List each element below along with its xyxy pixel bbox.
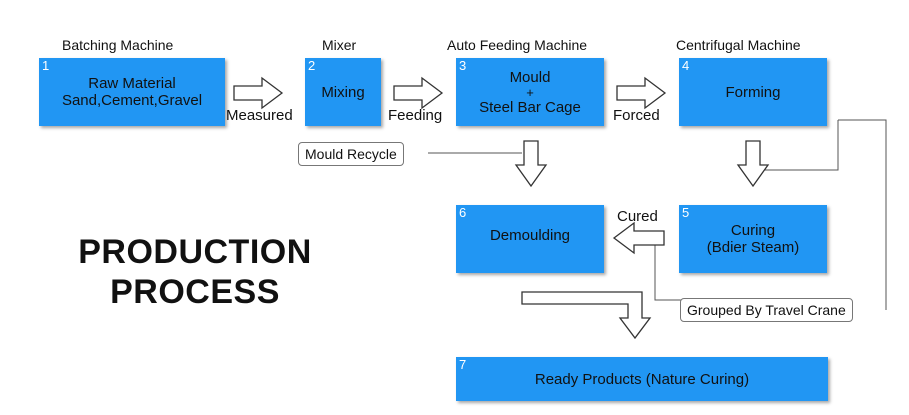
arrow-label-forced: Forced [613, 107, 660, 124]
arrow-cured [612, 221, 665, 255]
step-text: (Bdier Steam) [706, 239, 800, 256]
step-number: 1 [42, 58, 50, 73]
step-box-curing: 5 Curing (Bdier Steam) [679, 205, 827, 273]
step-number: 2 [308, 58, 316, 73]
step-text: Curing [730, 222, 776, 239]
step-text: Demoulding [489, 226, 571, 244]
step-text: Ready Products (Nature Curing) [534, 370, 750, 388]
arrow-down-curing [736, 140, 770, 188]
arrow-label-measured: Measured [226, 107, 293, 124]
mould-recycle-tag: Mould Recycle [298, 142, 404, 166]
step-text: + [526, 84, 534, 100]
arrow-measured [233, 76, 284, 110]
stage-label-batching: Batching Machine [62, 37, 174, 53]
title-line-2: PROCESS [110, 273, 280, 311]
step-box-forming: 4 Forming [679, 58, 827, 126]
stage-label-auto-feeding: Auto Feeding Machine [447, 37, 588, 53]
step-number: 5 [682, 205, 690, 220]
step-number: 6 [459, 205, 467, 220]
arrow-label-cured: Cured [617, 208, 658, 225]
production-process-title: PRODUCTION PROCESS [40, 232, 350, 312]
step-text: Raw Material [88, 75, 176, 92]
arrow-label-feeding: Feeding [388, 107, 443, 124]
stage-label-mixer: Mixer [322, 37, 357, 53]
grouped-by-travel-crane-tag: Grouped By Travel Crane [680, 298, 853, 322]
title-line-1: PRODUCTION [78, 233, 312, 271]
step-box-raw-material: 1 Raw Material Sand,Cement,Gravel [39, 58, 225, 126]
step-box-ready-products: 7 Ready Products (Nature Curing) [456, 357, 828, 401]
step-box-mixing: 2 Mixing [305, 58, 381, 126]
step-box-demoulding: 6 Demoulding [456, 205, 604, 273]
stage-label-centrifugal: Centrifugal Machine [676, 37, 801, 53]
step-text: Steel Bar Cage [479, 98, 581, 116]
step-text: Sand,Cement,Gravel [61, 92, 203, 109]
arrow-down-demoulding [514, 140, 548, 188]
arrow-forced [616, 76, 667, 110]
step-box-mould: 3 Mould + Steel Bar Cage [456, 58, 604, 126]
step-number: 3 [459, 58, 467, 73]
step-number: 4 [682, 58, 690, 73]
cured-to-grouped-line [654, 245, 683, 301]
step-text: Mixing [321, 83, 365, 101]
step-text: Mould [509, 68, 551, 86]
grouped-return-line-right [838, 119, 887, 310]
step-text: Forming [725, 83, 781, 101]
grouped-return-line-top [762, 120, 839, 171]
arrow-feeding [393, 76, 444, 110]
step-number: 7 [459, 357, 467, 372]
arrow-down-ready [521, 291, 652, 340]
